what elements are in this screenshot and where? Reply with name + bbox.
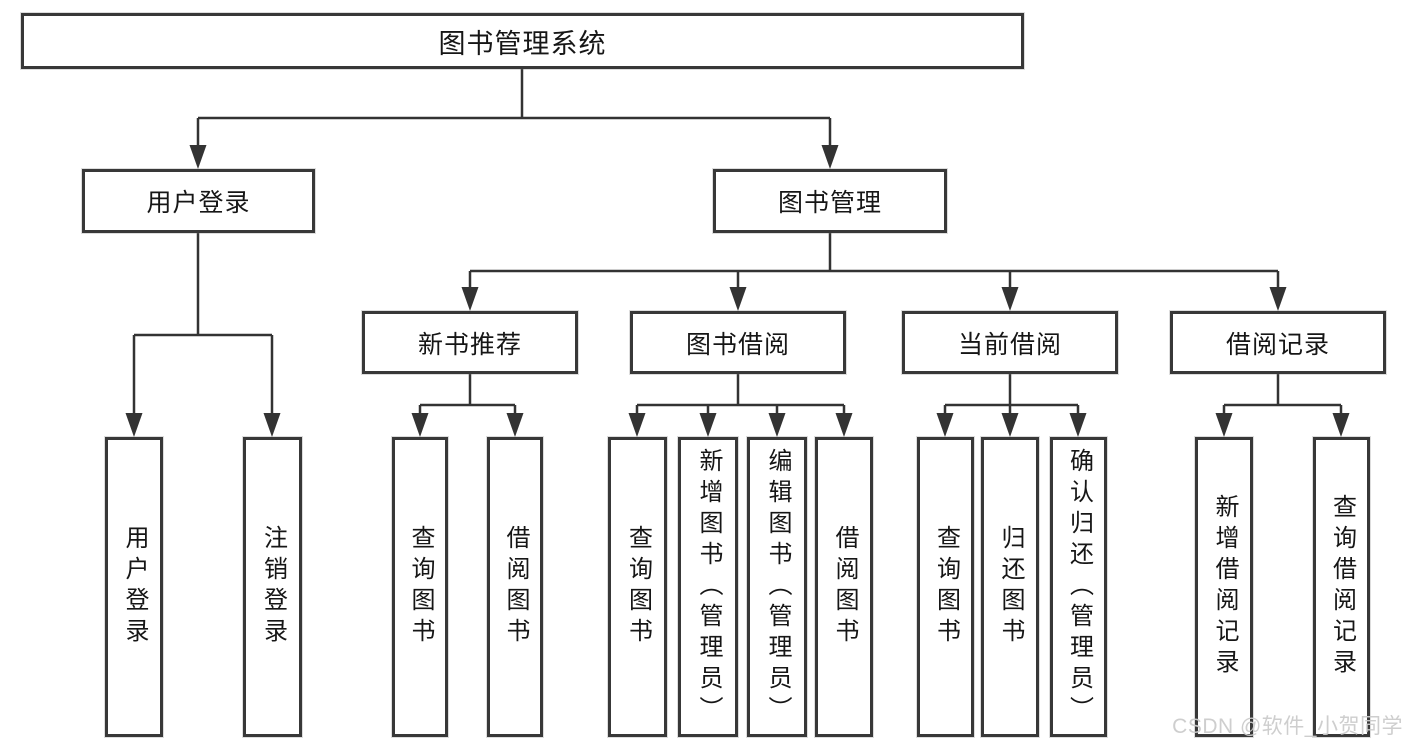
- leaf-add-borrow-record: 新增借阅记录: [1195, 437, 1253, 737]
- arrowhead-icon: [125, 413, 143, 437]
- leaf-label: 归还图书: [997, 525, 1024, 649]
- leaf-label: 编辑图书（管理员）: [764, 447, 791, 727]
- branch-user-login: [132, 233, 274, 416]
- leaf-query-books-borrow: 查询图书: [608, 437, 667, 737]
- leaf-label: 新增借阅记录: [1211, 494, 1238, 680]
- arrowhead-icon: [768, 413, 786, 437]
- node-current-borrow: 当前借阅: [902, 311, 1118, 374]
- leaf-label: 借阅图书: [831, 525, 858, 649]
- arrowheads: [125, 145, 1350, 437]
- node-borrow-record: 借阅记录: [1170, 311, 1386, 374]
- arrowhead-icon: [1001, 413, 1019, 437]
- node-root-system: 图书管理系统: [21, 13, 1024, 69]
- leaf-label: 查询图书: [624, 525, 652, 649]
- leaf-user-login: 用户登录: [105, 437, 163, 737]
- leaf-query-borrow-record: 查询借阅记录: [1313, 437, 1370, 737]
- arrowhead-icon: [263, 413, 281, 437]
- arrowhead-icon: [461, 287, 479, 311]
- branch-book-borrow: [635, 374, 846, 416]
- arrowhead-icon: [936, 413, 954, 437]
- leaf-label: 借阅图书: [502, 525, 529, 649]
- leaf-label: 查询借阅记录: [1328, 494, 1356, 680]
- arrowhead-icon: [699, 413, 717, 437]
- arrowhead-icon: [1069, 413, 1087, 437]
- branch-borrow-record: [1222, 374, 1343, 416]
- arrowhead-icon: [835, 413, 853, 437]
- leaf-query-books-current: 查询图书: [917, 437, 974, 737]
- leaf-label: 用户登录: [121, 525, 148, 649]
- leaf-edit-books-admin: 编辑图书（管理员）: [747, 437, 807, 737]
- leaf-label: 查询图书: [407, 525, 434, 649]
- leaf-borrow-books-recommend: 借阅图书: [487, 437, 543, 737]
- arrowhead-icon: [189, 145, 207, 169]
- node-book-management: 图书管理: [713, 169, 947, 233]
- arrowhead-icon: [1001, 287, 1019, 311]
- node-new-book-recommend: 新书推荐: [362, 311, 578, 374]
- arrowhead-icon: [1269, 287, 1287, 311]
- node-user-login: 用户登录: [82, 169, 315, 233]
- leaf-borrow-books: 借阅图书: [815, 437, 873, 737]
- arrowhead-icon: [628, 413, 646, 437]
- arrowhead-icon: [729, 287, 747, 311]
- arrowhead-icon: [506, 413, 524, 437]
- branch-current-borrow: [943, 374, 1080, 416]
- leaf-logout: 注销登录: [243, 437, 302, 737]
- arrowhead-icon: [411, 413, 429, 437]
- branch-root-to-level2: [196, 69, 832, 148]
- leaf-confirm-return-admin: 确认归还（管理员）: [1050, 437, 1107, 737]
- leaf-query-books-recommend: 查询图书: [392, 437, 448, 737]
- node-book-borrow: 图书借阅: [630, 311, 846, 374]
- branch-book-management: [468, 233, 1280, 290]
- leaf-add-books-admin: 新增图书（管理员）: [678, 437, 738, 737]
- watermark: CSDN @软件_小贺同学: [1172, 715, 1403, 738]
- leaf-label: 确认归还（管理员）: [1065, 447, 1093, 727]
- leaf-label: 查询图书: [932, 525, 960, 649]
- branch-new-book-recommend: [418, 374, 517, 416]
- arrowhead-icon: [1332, 413, 1350, 437]
- leaf-label: 注销登录: [259, 525, 287, 649]
- arrowhead-icon: [821, 145, 839, 169]
- leaf-return-books: 归还图书: [981, 437, 1039, 737]
- leaf-label: 新增图书（管理员）: [695, 447, 722, 727]
- arrowhead-icon: [1215, 413, 1233, 437]
